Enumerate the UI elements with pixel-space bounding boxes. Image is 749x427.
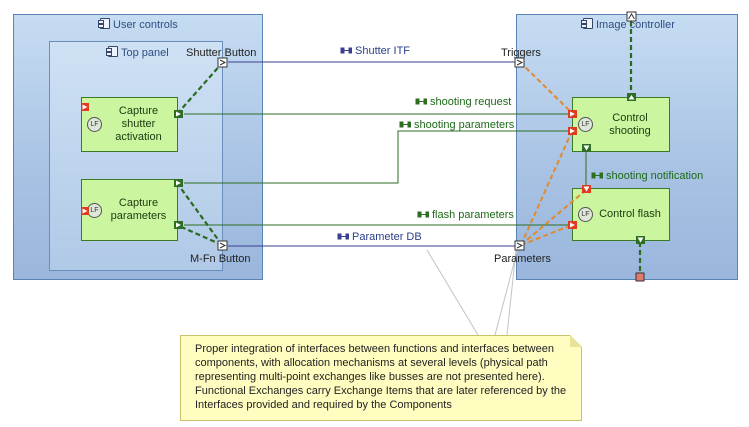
port-direction-glyph [219,242,227,249]
logical-function-icon: LF [578,207,593,222]
exchange-allocation-link [520,130,573,246]
port-direction-glyph [176,180,181,186]
function-control-shooting[interactable]: LF Control shooting [572,97,670,152]
user-controls-title: User controls [98,18,178,31]
port-direction-glyph [637,237,644,243]
port-parameters[interactable] [514,240,525,251]
component-icon [106,46,118,57]
port-direction-glyph [516,59,524,66]
top-panel-title: Top panel [106,46,169,59]
port-shutter-button[interactable] [217,57,228,68]
component-exchange-icon [340,47,352,54]
note-anchor-line [506,249,517,336]
functional-exchange-icon [417,211,429,218]
port-image-controller-top[interactable] [626,11,637,22]
port-direction-glyph [570,128,575,134]
logical-function-icon: LF [578,117,593,132]
port-direction-glyph [219,59,227,66]
port-label-shutter-button: Shutter Button [186,47,257,59]
port-direction-glyph [176,111,181,117]
exchange-label-flash-parameters: flash parameters [417,209,514,221]
port-mfn-button[interactable] [217,240,228,251]
function-label: Control flash [599,208,661,220]
port-direction-glyph [82,208,88,214]
component-icon [98,18,110,29]
port-direction-glyph [628,13,635,20]
port-allocation-link [176,182,223,246]
note-anchor-lines [426,239,521,336]
logical-function-icon: LF [87,117,102,132]
exchange-label-parameter-db: Parameter DB [337,231,422,243]
port-direction-glyph [628,95,635,100]
exchange-allocation-link [519,61,573,114]
port-allocation-link [177,61,224,114]
note-anchor-line [426,249,479,336]
logical-function-icon: LF [87,202,102,218]
exchange-label-shooting-request: shooting request [415,96,511,108]
port-direction-glyph [570,222,575,228]
note-line: Interfaces provided and required by the … [195,399,452,411]
function-capture-parameters[interactable]: LF Capture parameters [81,179,178,241]
note-line: Functional Exchanges carry Exchange Item… [195,385,567,397]
note-anchor-line [494,239,521,336]
component-icon [581,18,593,29]
function-label: Control shooting [609,111,651,137]
port-direction-glyph [516,242,524,249]
port-triggers[interactable] [514,57,525,68]
exchange-label-shooting-parameters: shooting parameters [399,119,514,131]
function-capture-shutter-activation[interactable]: LF Capture shutter activation [81,97,178,152]
functional-exchange-icon [399,121,411,128]
exchange-allocation-link [520,224,573,246]
image-controller-title: Image controller [581,18,675,31]
port-direction-glyph [570,111,575,117]
note-fold-corner [570,335,582,347]
annotation-note[interactable]: Proper integration of interfaces between… [180,335,582,421]
port-image-controller-bottom[interactable] [635,272,645,282]
note-line: components, with allocation mechanisms a… [195,357,548,369]
component-exchange-icon [337,233,349,240]
port-label-mfn-button: M-Fn Button [190,253,251,265]
note-line: representing multi-point exchanges like … [195,371,545,383]
function-control-flash[interactable]: LF Control flash [572,188,670,241]
functional-exchange-icon [415,98,427,105]
functional-exchange-shooting-parameters[interactable] [184,130,568,184]
exchange-allocation-link [520,189,587,246]
exchange-label-shooting-notification: shooting notification [591,170,703,182]
port-allocation-link [176,223,223,247]
note-line: Proper integration of interfaces between… [195,343,554,355]
function-label: Capture parameters [110,197,167,222]
function-label: Capture shutter activation [115,105,162,143]
function-ports [81,93,645,244]
port-label-parameters: Parameters [494,253,551,265]
port-direction-glyph [583,145,590,151]
port-direction-glyph [176,222,181,228]
port-label-triggers: Triggers [501,47,541,59]
physical-ports [217,11,645,282]
port-direction-glyph [583,186,590,192]
port-direction-glyph [82,104,88,110]
exchange-label-shutter-itf: Shutter ITF [340,45,410,57]
functional-exchange-icon [591,172,603,179]
